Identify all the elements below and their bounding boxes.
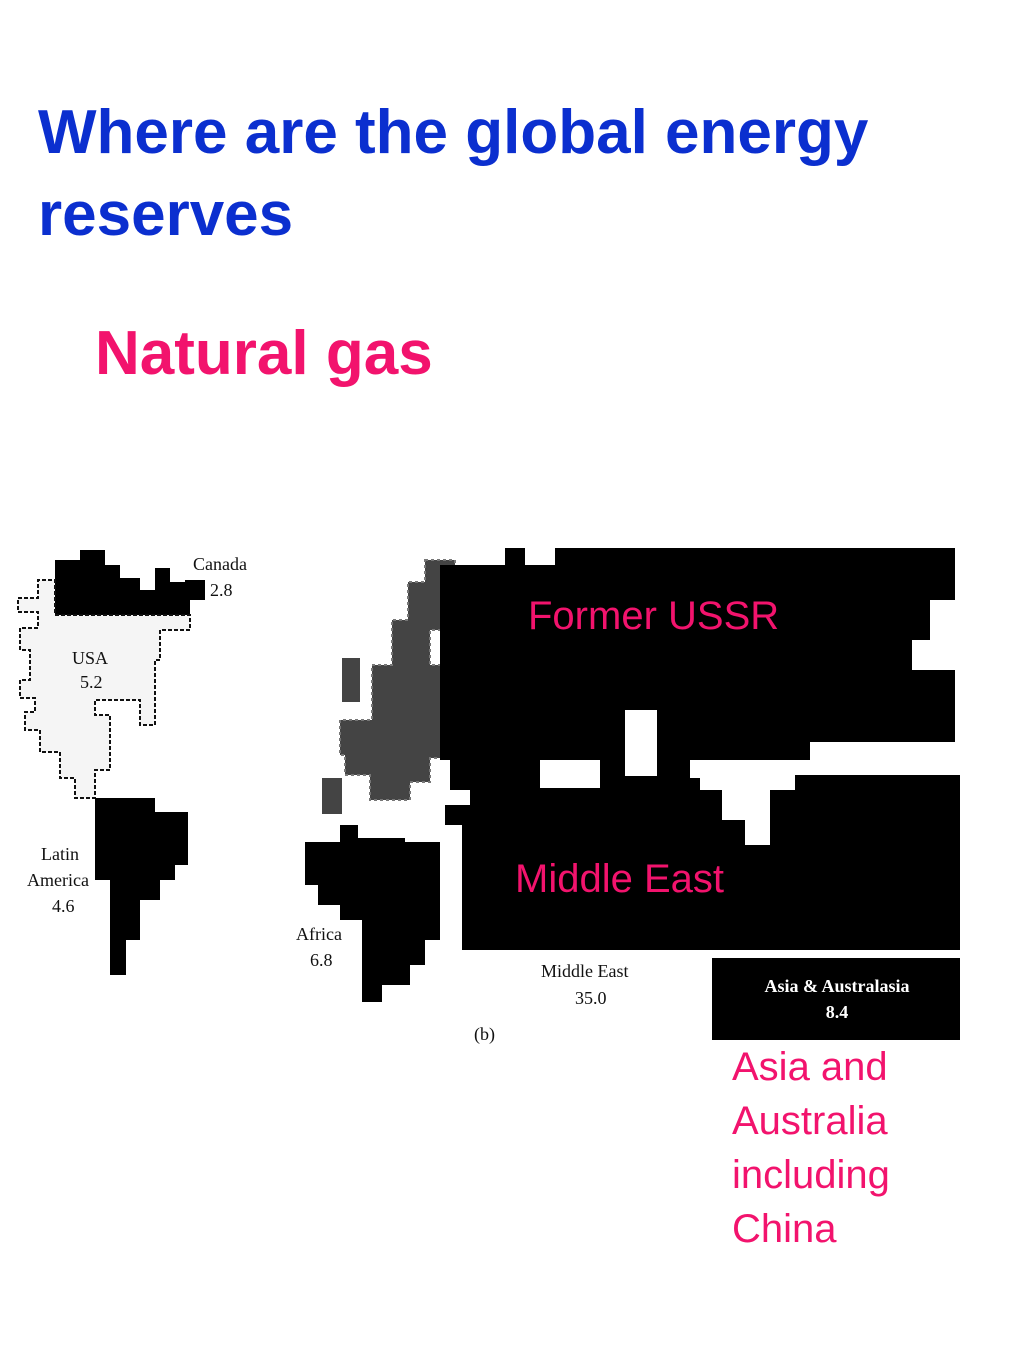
former-ussr-annotation: Former USSR xyxy=(528,594,780,638)
middle-east-value: 35.0 xyxy=(575,988,607,1008)
iberia-region xyxy=(322,778,342,814)
usa-region xyxy=(17,579,191,799)
latin-america-value: 4.6 xyxy=(52,896,75,916)
interior-lake xyxy=(625,710,657,776)
canada-value: 2.8 xyxy=(210,580,233,600)
slide-title: Where are the global energy reserves xyxy=(38,98,869,249)
asia-australasia-label: Asia & Australasia xyxy=(764,976,909,996)
africa-region xyxy=(305,825,440,1002)
asia-australasia-value: 8.4 xyxy=(826,1002,849,1022)
usa-value: 5.2 xyxy=(80,672,103,692)
middle-east-annotation: Middle East xyxy=(515,857,724,901)
latin-america-label: Latin xyxy=(41,844,79,864)
britain-region xyxy=(342,658,360,702)
latin-america-region xyxy=(95,798,188,975)
middle-east-region xyxy=(445,775,960,950)
usa-label: USA xyxy=(72,648,108,668)
africa-value: 6.8 xyxy=(310,950,333,970)
middle-east-label: Middle East xyxy=(541,961,629,981)
former-ussr-region xyxy=(440,548,955,790)
asia-annotation-line: Asia and xyxy=(732,1045,888,1089)
gas-reserves-cartogram: Canada 2.8 USA 5.2 Latin America 4.6 Afr… xyxy=(17,548,960,1045)
asia-annotation-line: including xyxy=(732,1153,890,1197)
asia-annotation: Asia and Australia including China xyxy=(732,1040,890,1256)
figure-label: (b) xyxy=(474,1024,495,1045)
canada-region xyxy=(55,550,205,615)
slide-subtitle: Natural gas xyxy=(95,319,433,388)
latin-america-label-line2: America xyxy=(27,870,89,890)
asia-australasia-region xyxy=(712,958,960,1040)
africa-label: Africa xyxy=(296,924,342,944)
asia-annotation-line: China xyxy=(732,1207,837,1251)
canada-label: Canada xyxy=(193,554,247,574)
asia-annotation-line: Australia xyxy=(732,1099,888,1143)
